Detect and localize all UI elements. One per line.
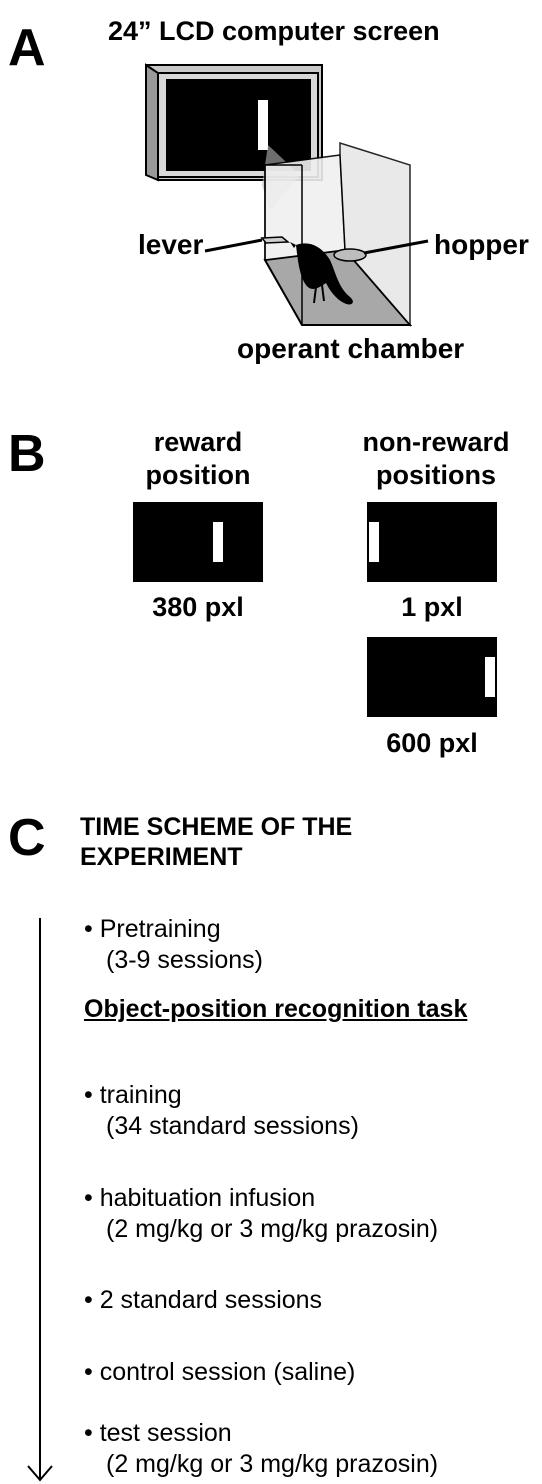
reward-heading: reward position [118,426,278,492]
step-habituation-sub: (2 mg/kg or 3 mg/kg prazosin) [106,1215,439,1243]
reward-screen [133,502,263,582]
step-training-line: • training [84,1081,182,1109]
timeline-title: TIME SCHEME OF THE EXPERIMENT [80,812,352,872]
step-habituation-line: • habituation infusion [84,1184,316,1212]
label-lever: lever [138,229,204,260]
timeline-title-line-2: EXPERIMENT [80,843,243,871]
step-habituation: • habituation infusion (2 mg/kg or 3 mg/… [84,1183,438,1245]
stimulus-bar [369,522,379,562]
reward-position-label: 380 pxl [152,592,244,622]
step-pretraining-line: • Pretraining [84,915,221,943]
nonreward-screen-2 [367,637,497,717]
step-standard-sessions: • 2 standard sessions [84,1285,322,1316]
stimulus-bar [485,657,495,697]
stimulus-bar [213,522,223,562]
step-test-session-sub: (2 mg/kg or 3 mg/kg prazosin) [106,1450,439,1478]
label-hopper: hopper [434,229,529,260]
setup-illustration [144,63,429,328]
task-heading: Object-position recognition task [84,995,468,1023]
label-operant-chamber: operant chamber [237,333,465,364]
timeline-arrow [27,918,53,1482]
nonreward-heading: non-reward positions [350,426,522,492]
step-pretraining: • Pretraining (3-9 sessions) [84,914,263,976]
bird-icon [290,242,353,305]
reward-heading-line-1: reward [153,427,243,457]
step-training: • training (34 standard sessions) [84,1080,359,1142]
nonreward-heading-line-1: non-reward [362,427,510,457]
lever-icon [204,236,290,253]
step-test-session-line: • test session [84,1419,232,1447]
step-standard-sessions-line: • 2 standard sessions [84,1286,323,1314]
reward-heading-line-2: position [145,460,251,490]
step-test-session: • test session (2 mg/kg or 3 mg/kg prazo… [84,1418,438,1480]
panel-letter-b: B [8,425,46,483]
step-control-session: • control session (saline) [84,1357,355,1388]
panel-letter-c: C [8,809,46,867]
panel-letter-a: A [8,19,46,77]
panel-a-title: 24” LCD computer screen [108,16,440,46]
nonreward-screen-1 [367,502,497,582]
step-training-sub: (34 standard sessions) [106,1112,359,1140]
step-pretraining-sub: (3-9 sessions) [106,946,263,974]
timeline-title-line-1: TIME SCHEME OF THE [80,813,353,841]
nonreward-heading-line-2: positions [376,460,496,490]
nonreward-position-label-2: 600 pxl [386,728,478,758]
nonreward-position-label-1: 1 pxl [401,592,463,622]
step-control-session-line: • control session (saline) [84,1358,356,1386]
hopper-icon [333,239,429,262]
